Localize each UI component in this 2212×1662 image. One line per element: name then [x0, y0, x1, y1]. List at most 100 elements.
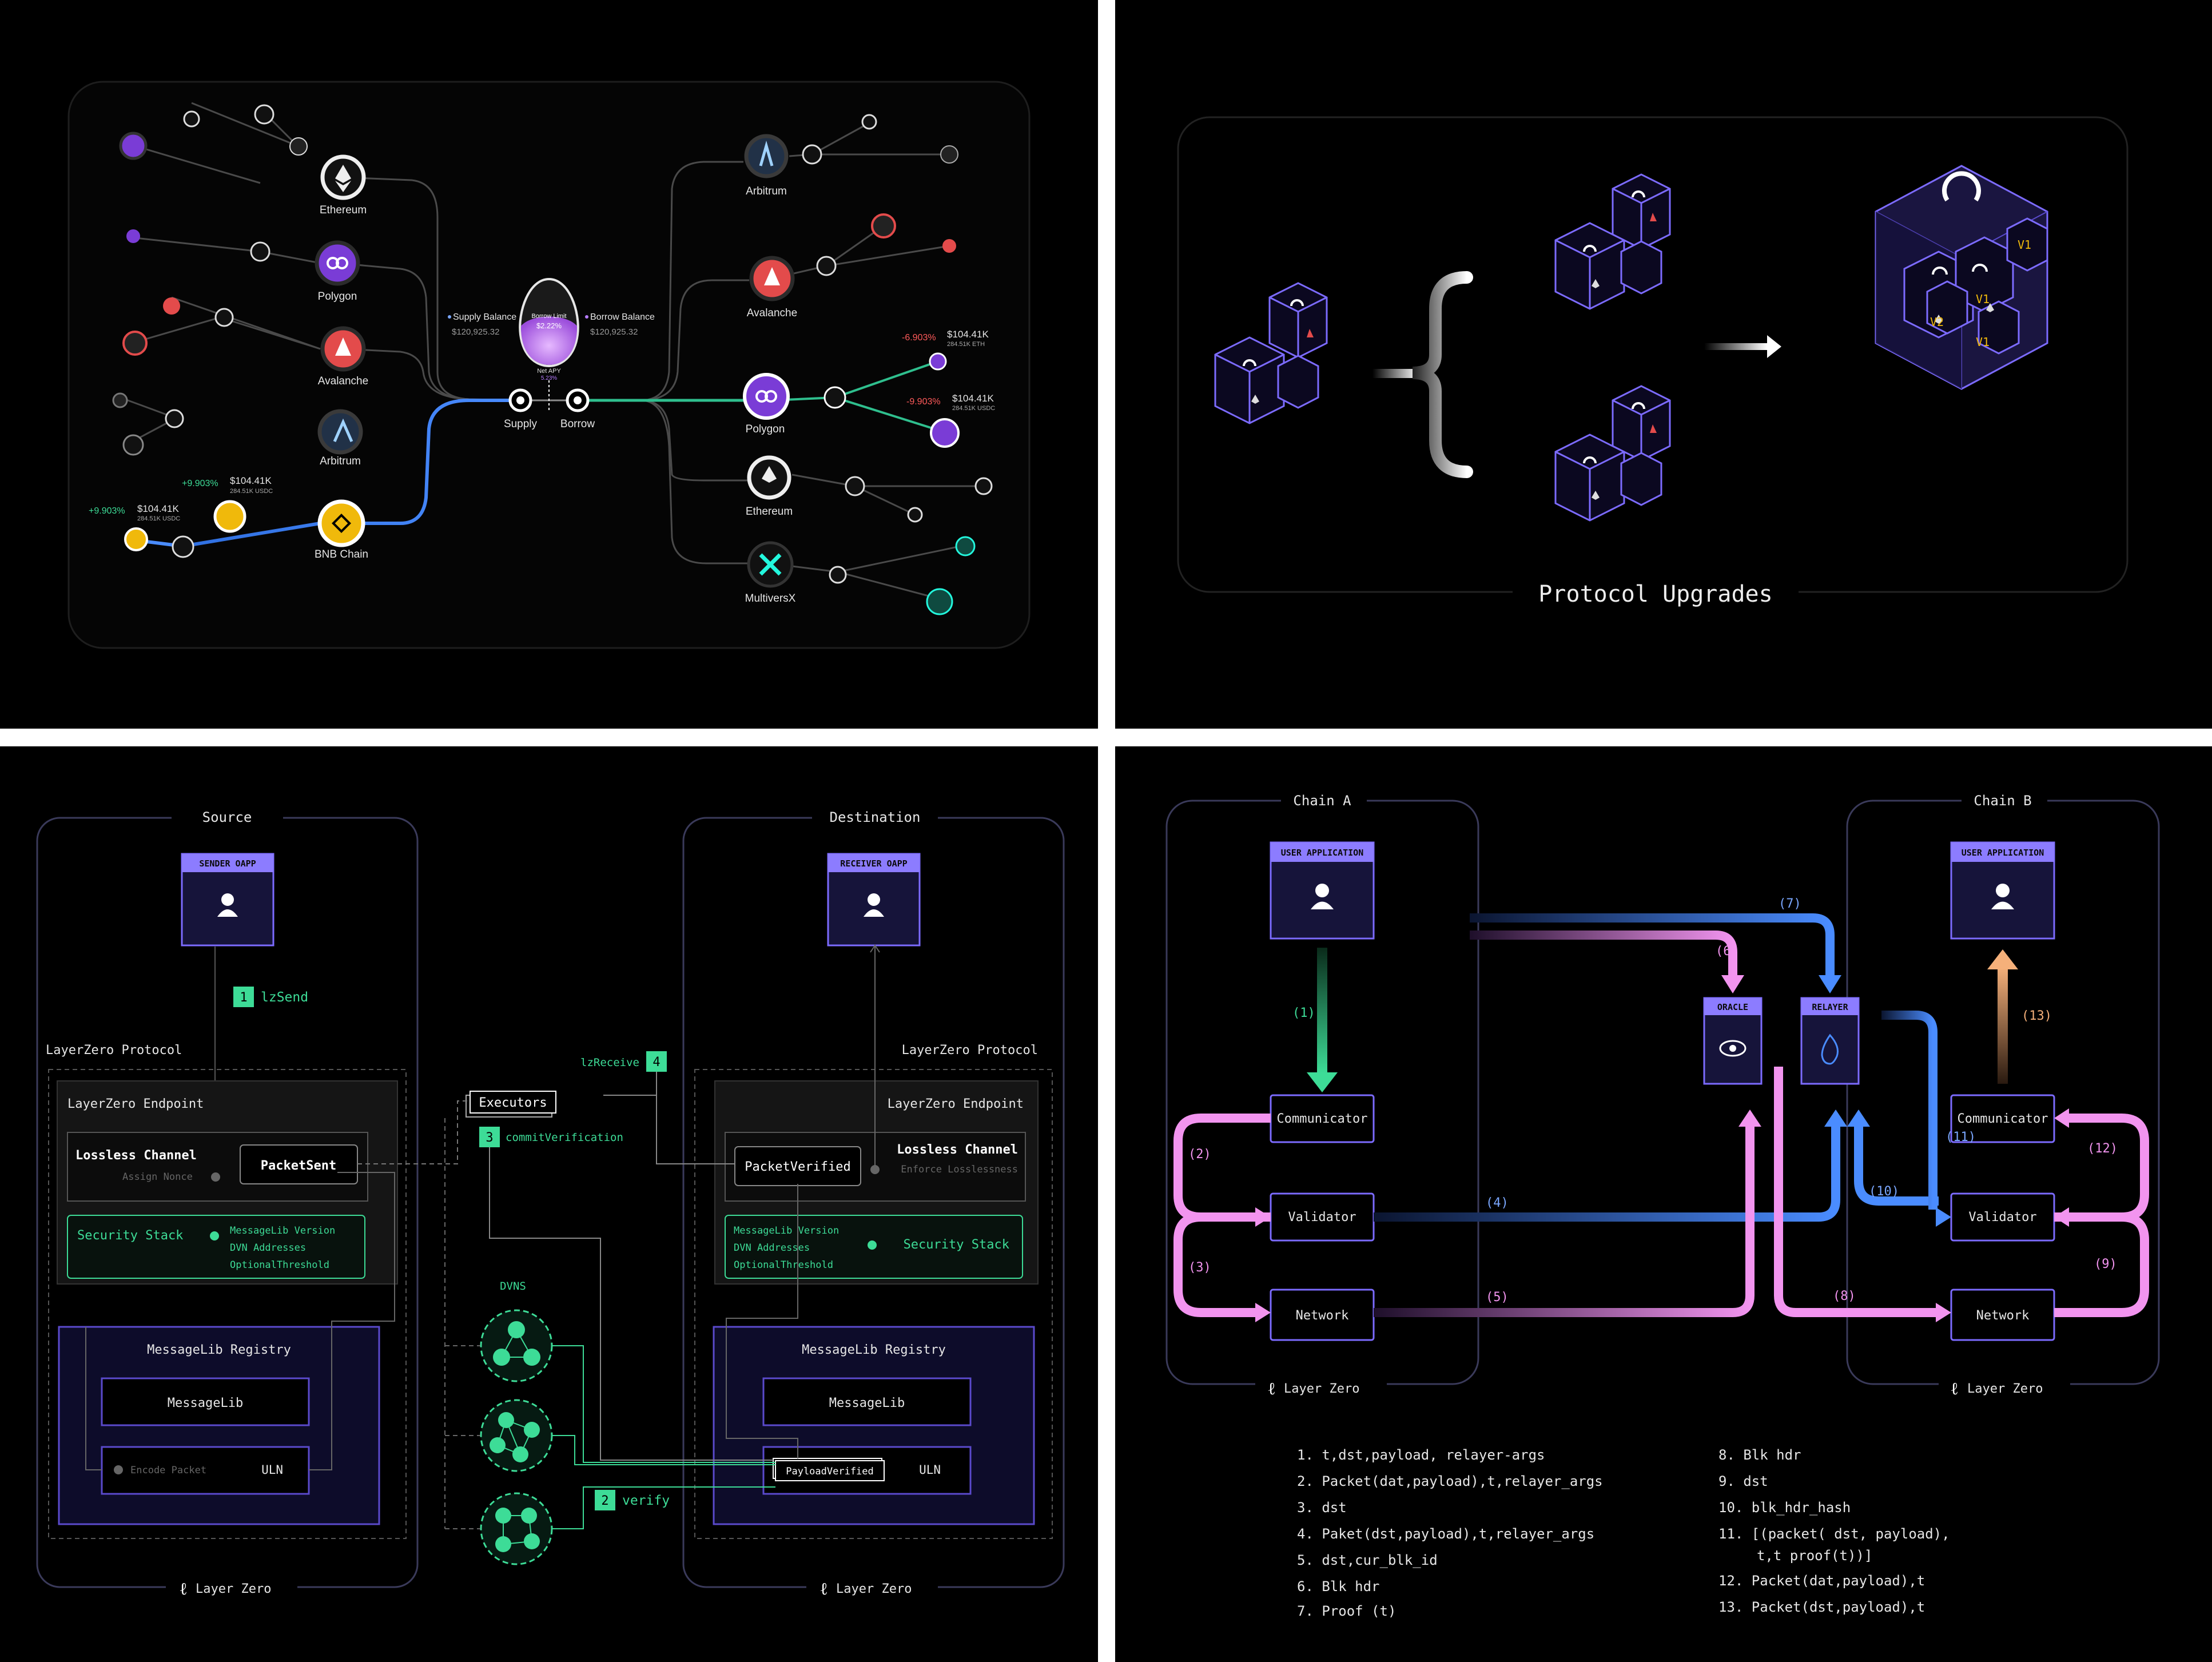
legend-item: 9. dst: [1718, 1473, 1768, 1489]
destination-title: Destination: [830, 809, 921, 825]
version-tag: V2: [1930, 315, 1944, 329]
packet-sent-label: PacketSent: [261, 1159, 336, 1173]
supply-balance-label: Supply Balance: [453, 312, 516, 322]
sender-oapp-label: SENDER OAPP: [199, 858, 256, 869]
value-label: $104.41K: [230, 475, 272, 486]
executors-label: Executors: [479, 1096, 547, 1110]
supply-label: Supply: [504, 418, 538, 430]
legend-item: 1. t,dst,payload, relayer-args: [1297, 1447, 1545, 1463]
relayer-label: RELAYER: [1812, 1002, 1848, 1012]
step-label: (5): [1486, 1290, 1509, 1305]
loss-percent: -9.903%: [906, 397, 941, 407]
lending-network-panel: Ethereum Polygon Avalanche Arbitrum BNB …: [0, 0, 1098, 729]
layerzero-v1-diagram: Chain A Chain B USER APPLICATION USER AP…: [1115, 746, 2212, 1662]
dvn-node: [481, 1400, 552, 1471]
gain-percent: +9.903%: [89, 506, 125, 516]
footer-b-label: Layer Zero: [1967, 1382, 2043, 1396]
dvn-node: [481, 1310, 552, 1381]
step-label: (1): [1292, 1006, 1315, 1020]
messagelib-left-label: MessageLib: [168, 1396, 243, 1410]
loss-percent: -6.903%: [902, 333, 936, 343]
ml-version-label: MessageLib Version: [230, 1225, 335, 1236]
protocol-upgrades-diagram: V1 V1 V2 V1 Protocol Upgrades: [1115, 0, 2212, 729]
left-node-label: Arbitrum: [320, 455, 361, 467]
borrow-balance-label: Borrow Balance: [590, 312, 655, 322]
ml-version-label: MessageLib Version: [734, 1225, 839, 1236]
step-label: (2): [1188, 1147, 1211, 1162]
layerzero-logo-icon: ℓ: [1951, 1379, 1958, 1399]
right-node-label: MultiversX: [745, 593, 796, 605]
legend-item: 7. Proof (t): [1297, 1603, 1396, 1619]
layerzero-logo-icon: ℓ: [1268, 1379, 1275, 1399]
value-label: $104.41K: [952, 393, 994, 404]
legend-item: 4. Paket(dst,payload),t,relayer_args: [1297, 1526, 1594, 1542]
step-label: (13): [2022, 1009, 2052, 1023]
network-a-label: Network: [1296, 1309, 1349, 1323]
borrow-limit-value: $2.22%: [536, 321, 562, 330]
borrow-button[interactable]: [567, 390, 588, 411]
layerzero-v2-panel: Source Destination SENDER OAPP RECEIVER …: [0, 746, 1098, 1662]
user-app-a-label: USER APPLICATION: [1281, 848, 1364, 858]
step-label: (10): [1869, 1184, 1899, 1199]
validator-b-label: Validator: [1968, 1210, 2036, 1224]
legend-item: 12. Packet(dat,payload),t: [1718, 1573, 1925, 1589]
net-apy-label: Net APY: [537, 368, 561, 375]
step-label: (11): [1946, 1130, 1976, 1144]
step-label: (12): [2087, 1142, 2118, 1156]
chain-b-title: Chain B: [1974, 793, 2031, 809]
dvn-addresses-label: DVN Addresses: [230, 1242, 306, 1254]
protocol-upgrades-panel: V1 V1 V2 V1 Protocol Upgrades: [1115, 0, 2212, 729]
legend-item: 5. dst,cur_blk_id: [1297, 1552, 1438, 1568]
step-label: (6): [1716, 944, 1738, 959]
footer-right-label: Layer Zero: [836, 1582, 912, 1596]
legend-item: 10. blk_hdr_hash: [1718, 1500, 1851, 1516]
step-label: (3): [1188, 1261, 1211, 1275]
step-2-number: 2: [601, 1494, 608, 1508]
value-sub-label: 284.51K USDC: [137, 515, 180, 522]
lossless-channel-left: Lossless Channel: [75, 1148, 197, 1163]
legend-item: 2. Packet(dat,payload),t,relayer_args: [1297, 1473, 1603, 1489]
optional-threshold-label: OptionalThreshold: [230, 1259, 329, 1271]
security-stack-right-label: Security Stack: [904, 1238, 1009, 1252]
step-4-label: lzReceive: [580, 1056, 639, 1069]
optional-threshold-label: OptionalThreshold: [734, 1259, 833, 1271]
security-stack-left-label: Security Stack: [77, 1228, 183, 1243]
uln-right-label: ULN: [919, 1463, 941, 1477]
legend-item: t,t proof(t))]: [1757, 1548, 1872, 1564]
left-node-label: Ethereum: [320, 204, 367, 216]
right-node-label: Polygon: [746, 423, 785, 435]
step-label: (8): [1833, 1289, 1856, 1303]
supply-button[interactable]: [510, 390, 531, 411]
version-tag: V1: [1976, 335, 1990, 349]
left-node-label: BNB Chain: [315, 548, 368, 560]
registry-right-label: MessageLib Registry: [802, 1343, 946, 1357]
layerzero-v2-diagram: Source Destination SENDER OAPP RECEIVER …: [0, 746, 1098, 1662]
supply-balance-value: $120,925.32: [452, 327, 499, 337]
legend-item: 3. dst: [1297, 1500, 1347, 1516]
uln-left-label: ULN: [261, 1463, 283, 1477]
oracle-label: ORACLE: [1717, 1002, 1748, 1012]
source-title: Source: [202, 809, 252, 825]
step-2-label: verify: [622, 1493, 670, 1508]
borrow-balance-value: $120,925.32: [590, 327, 638, 337]
upgrades-title: Protocol Upgrades: [1538, 581, 1772, 607]
lending-network-diagram: Ethereum Polygon Avalanche Arbitrum BNB …: [0, 0, 1098, 729]
step-1-label: lzSend: [261, 990, 308, 1005]
right-node-label: Avalanche: [747, 307, 797, 319]
upgraded-cube: [1876, 166, 2047, 389]
value-label: $104.41K: [137, 503, 179, 514]
validator-a-label: Validator: [1288, 1210, 1356, 1224]
payload-verified-label: PayloadVerified: [786, 1466, 874, 1477]
footer-left-label: Layer Zero: [196, 1582, 271, 1596]
communicator-a-label: Communicator: [1277, 1112, 1368, 1126]
value-label: $104.41K: [947, 329, 989, 340]
user-app-b-label: USER APPLICATION: [1962, 848, 2044, 858]
step-4-number: 4: [653, 1055, 660, 1069]
legend-item: 6. Blk hdr: [1297, 1578, 1380, 1595]
network-b-label: Network: [1976, 1309, 2030, 1323]
layerzero-logo-icon: ℓ: [821, 1579, 827, 1599]
dvn-addresses-label: DVN Addresses: [734, 1242, 810, 1254]
value-sub-label: 284.51K ETH: [947, 341, 985, 348]
step-label: (9): [2094, 1257, 2117, 1271]
endpoint-left-label: LayerZero Endpoint: [67, 1097, 204, 1111]
